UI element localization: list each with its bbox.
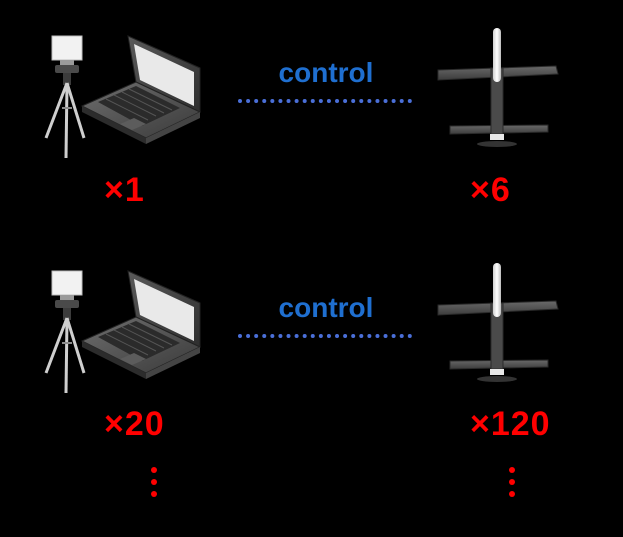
fixed-wing-drone-icon bbox=[430, 22, 565, 157]
fixed-wing-drone-icon bbox=[430, 257, 565, 392]
station-count: ×20 bbox=[104, 405, 165, 443]
control-link-line bbox=[238, 334, 412, 338]
vertical-ellipsis-icon bbox=[149, 465, 159, 501]
vertical-ellipsis-icon bbox=[507, 465, 517, 501]
control-link-line bbox=[238, 99, 412, 103]
control-link-label: control bbox=[278, 292, 374, 323]
ground-station-laptop-icon bbox=[40, 265, 210, 400]
ground-station-laptop-icon bbox=[40, 30, 210, 165]
scenario-row-2: control ×20 ×120 bbox=[0, 235, 623, 465]
control-link-label: control bbox=[278, 57, 374, 88]
scenario-row-1: control ×1 ×6 bbox=[0, 0, 623, 230]
drone-count: ×6 bbox=[470, 171, 511, 209]
station-count: ×1 bbox=[104, 171, 145, 209]
drone-count: ×120 bbox=[470, 405, 551, 443]
